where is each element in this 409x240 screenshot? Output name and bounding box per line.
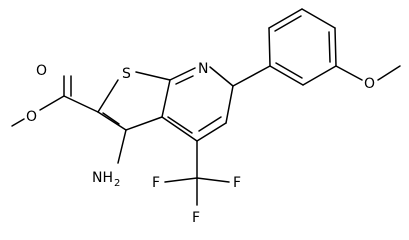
- bond: [274, 15, 302, 32]
- bond: [161, 116, 198, 142]
- nitrogen-label: N: [198, 61, 208, 77]
- fluorine-right-label: F: [233, 175, 241, 191]
- sulfur-label: S: [122, 66, 131, 82]
- bond: [102, 112, 120, 125]
- bond: [63, 95, 99, 113]
- bond: [97, 111, 127, 131]
- fluorine-top-label: F: [152, 175, 160, 191]
- methoxy-oxygen-label: O: [364, 76, 375, 92]
- atom-label-layer: S N NH 2 O O F F F O: [26, 61, 375, 226]
- bond: [232, 65, 271, 87]
- bond: [225, 85, 234, 124]
- ester-carbonyl-oxygen-label: O: [36, 63, 47, 79]
- ester-ether-oxygen-label: O: [26, 109, 37, 125]
- bond: [167, 116, 193, 134]
- bond: [268, 27, 271, 67]
- fluorine-bottom-label: F: [192, 210, 200, 226]
- bond: [97, 79, 119, 113]
- bond: [377, 65, 401, 81]
- bond: [125, 116, 163, 131]
- bond: [302, 65, 337, 86]
- molecule-structure: S N NH 2 O O F F F O: [11, 8, 401, 226]
- bond: [196, 177, 230, 183]
- structure-canvas: S N NH 2 O O F F F O: [11, 8, 401, 226]
- bond: [268, 8, 303, 29]
- bond: [117, 129, 127, 164]
- bond: [164, 177, 198, 183]
- bond: [175, 75, 194, 85]
- bond: [275, 62, 303, 79]
- bond: [328, 31, 331, 63]
- bond: [198, 116, 222, 132]
- bond: [269, 65, 304, 86]
- bond: [161, 79, 171, 118]
- bond: [39, 95, 65, 111]
- bond: [196, 122, 227, 142]
- bond: [209, 66, 234, 87]
- bond: [135, 71, 171, 81]
- amine-label: NH: [92, 170, 113, 186]
- bond: [335, 65, 363, 81]
- bond: [301, 8, 336, 29]
- amine-subscript: 2: [114, 178, 120, 189]
- bond: [11, 118, 25, 127]
- bond-layer: [11, 8, 401, 206]
- bond: [334, 27, 337, 67]
- bond: [169, 67, 196, 81]
